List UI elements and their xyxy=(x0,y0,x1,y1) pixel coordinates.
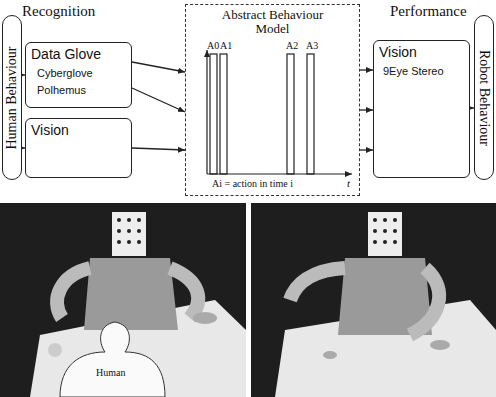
axis-label: t xyxy=(347,177,350,189)
action-label: A0 xyxy=(207,40,219,51)
node-title: Vision xyxy=(379,44,464,60)
flow-arrow xyxy=(360,149,373,150)
photo-label: Human xyxy=(96,367,125,378)
chart-axes xyxy=(207,50,352,174)
photo-divider xyxy=(246,203,251,397)
section-heading: Recognition xyxy=(22,3,95,20)
node-item: Cyberglove xyxy=(37,67,126,79)
action-label: A3 xyxy=(306,40,318,51)
behaviour-oval: Robot Behaviour xyxy=(474,15,494,180)
node-title: Robot Behaviour xyxy=(476,49,492,145)
flow-arrow xyxy=(132,148,185,150)
flow-arrow xyxy=(360,109,373,110)
flow-arrow xyxy=(132,62,185,72)
node-item: Polhemus xyxy=(37,84,126,96)
node-item: 9Eye Stereo xyxy=(383,65,464,77)
action-label: A1 xyxy=(220,40,232,51)
device-box: Vision xyxy=(25,118,132,178)
device-box: Data GloveCyberglovePolhemus xyxy=(25,42,132,108)
axis-note: Ai = action in time i xyxy=(212,178,293,189)
node-title: Abstract Behaviour Model xyxy=(213,8,333,37)
node-title: Human Behaviour xyxy=(4,46,20,149)
flow-arrow xyxy=(132,88,185,112)
robot-photo-left xyxy=(0,203,246,397)
robot-photo-right xyxy=(251,203,496,397)
model-region: Abstract Behaviour Model xyxy=(185,4,360,196)
device-box: Vision 9Eye Stereo xyxy=(373,40,470,178)
behaviour-oval: Human Behaviour xyxy=(2,15,22,180)
action-label: A2 xyxy=(286,40,298,51)
flow-arrow xyxy=(360,69,373,70)
node-title: Data Glove xyxy=(31,46,126,62)
node-title: Vision xyxy=(31,122,126,138)
section-heading: Performance xyxy=(390,3,467,20)
